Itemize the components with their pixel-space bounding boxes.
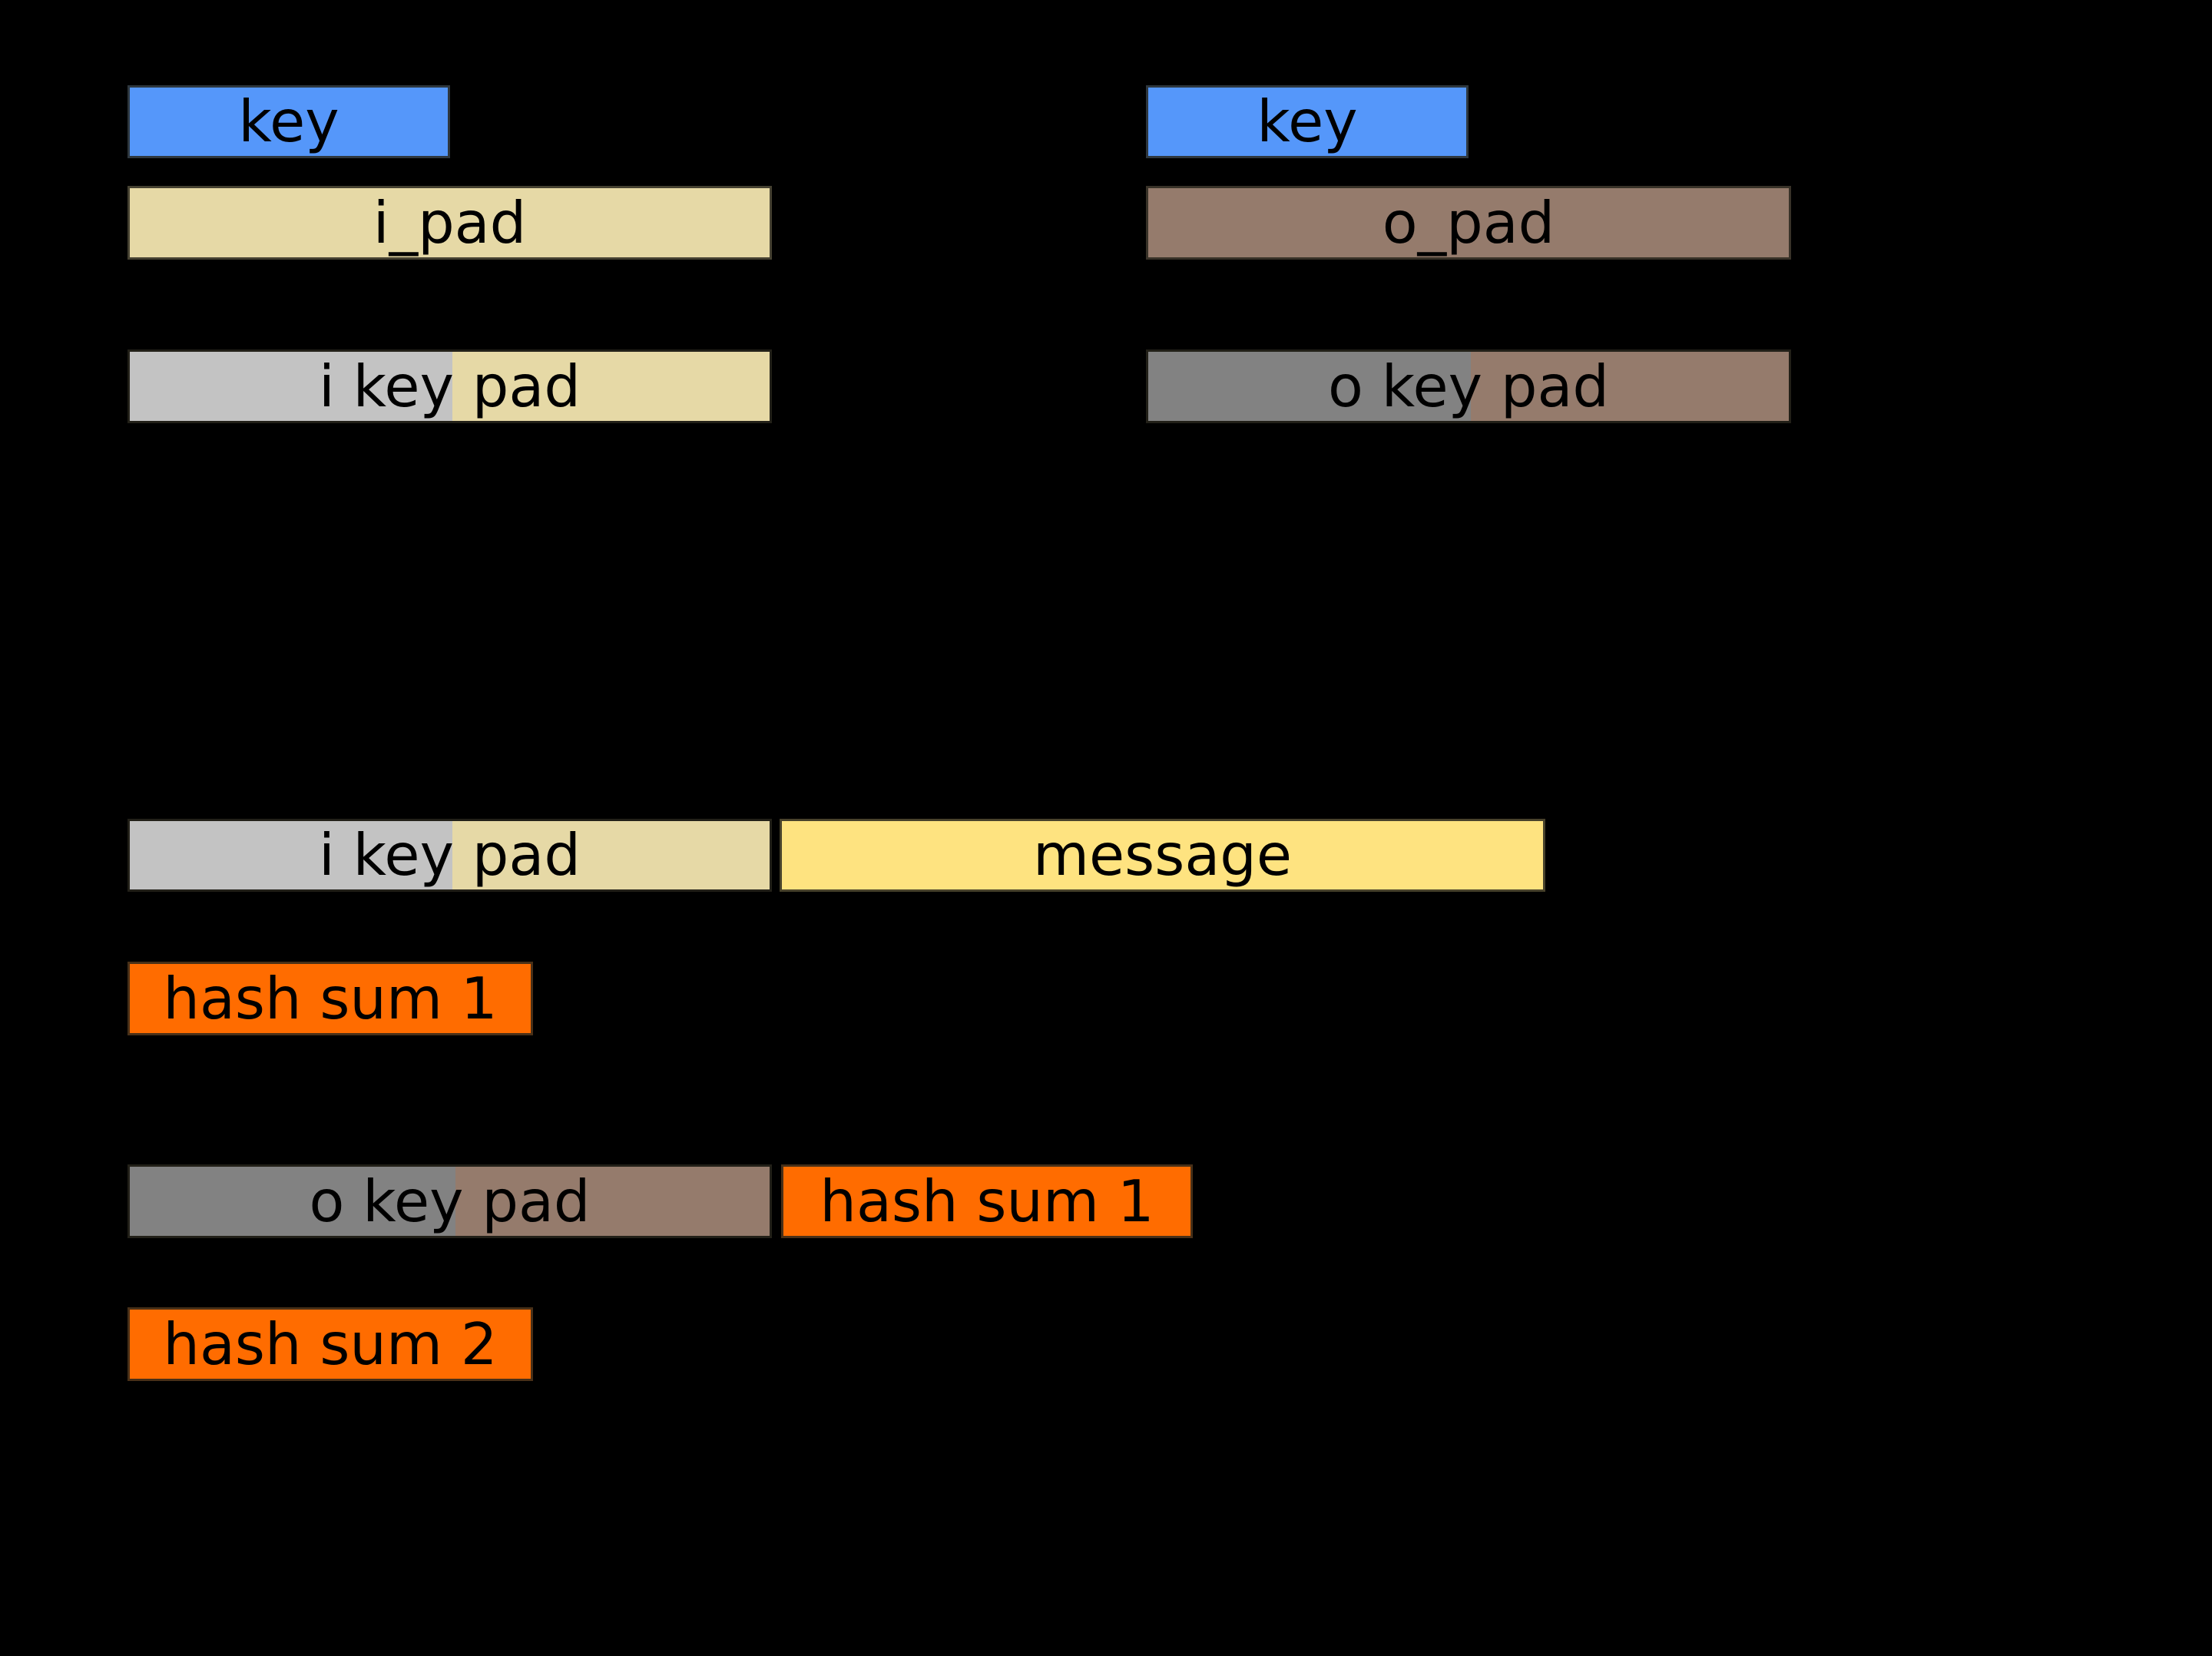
inner-key-label: key (238, 88, 339, 155)
o-key-pad-key-segment (1148, 352, 1471, 421)
outer-key-box: key (1146, 85, 1469, 158)
hash-sum-1-concat-box: hash sum 1 (781, 1164, 1193, 1238)
o-key-pad-concat-bar: o key pad (127, 1164, 772, 1238)
message-box: message (780, 819, 1545, 892)
hash-sum-1-concat-label: hash sum 1 (820, 1167, 1154, 1235)
o-pad-label: o_pad (1382, 188, 1555, 257)
i-pad-label: i_pad (373, 188, 527, 257)
outer-key-label: key (1257, 88, 1358, 155)
i-key-pad-bar: i key pad (127, 349, 772, 423)
i-key-pad-key-segment (130, 352, 452, 421)
hash-sum-2-label: hash sum 2 (163, 1310, 498, 1378)
i-pad-box: i_pad (127, 186, 772, 260)
inner-key-box: key (127, 85, 450, 158)
i-key-pad-concat-key-segment (130, 821, 452, 889)
o-key-pad-concat-pad-segment (455, 1167, 770, 1236)
o-key-pad-pad-segment (1471, 352, 1789, 421)
i-key-pad-concat-label: i key pad (319, 821, 581, 889)
message-label: message (1032, 821, 1293, 889)
i-key-pad-pad-segment (452, 352, 770, 421)
o-pad-box: o_pad (1146, 186, 1791, 260)
hash-sum-2-box: hash sum 2 (127, 1307, 533, 1381)
o-key-pad-bar: o key pad (1146, 349, 1791, 423)
hash-sum-1-label: hash sum 1 (163, 964, 498, 1032)
o-key-pad-label: o key pad (1327, 352, 1610, 420)
o-key-pad-concat-key-segment (130, 1167, 455, 1236)
i-key-pad-concat-bar: i key pad (127, 819, 772, 892)
o-key-pad-concat-label: o key pad (309, 1167, 591, 1235)
i-key-pad-label: i key pad (319, 352, 581, 420)
hash-sum-1-box: hash sum 1 (127, 962, 533, 1035)
i-key-pad-concat-pad-segment (452, 821, 770, 889)
